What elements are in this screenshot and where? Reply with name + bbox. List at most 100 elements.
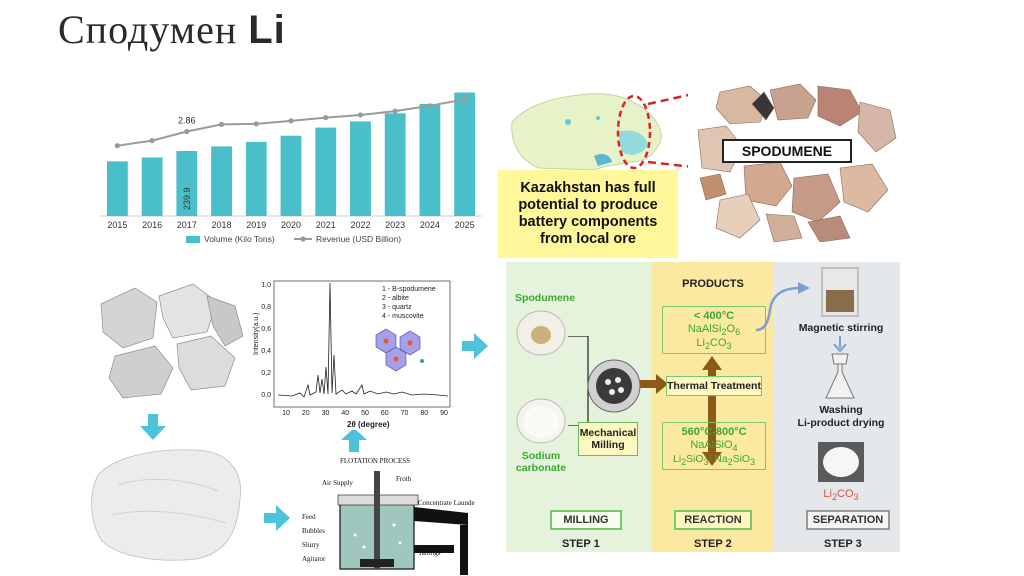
revenue-point (253, 121, 259, 127)
bar (141, 157, 163, 216)
formula-part: SiO (686, 453, 704, 465)
formula-sub: 3 (853, 492, 859, 503)
legend-label: Volume (Kilo Tons) (204, 234, 275, 244)
low-temp-label: < 400°C (693, 310, 735, 322)
legend-swatch (186, 236, 200, 243)
revenue-point (357, 112, 364, 118)
sodium-carbonate-label: Sodium carbonate (515, 450, 567, 474)
low-temp-product-2: Li2CO3 (662, 337, 766, 351)
bar (454, 92, 476, 216)
formula-sub: 3 (726, 341, 732, 352)
x-tick-label: 2017 (177, 220, 197, 230)
revenue-point (149, 138, 155, 144)
drying-label: Li-product drying (797, 417, 885, 429)
xrd-legend-item: 4 - muscovite (382, 313, 424, 320)
bar (280, 135, 302, 216)
bar (315, 127, 337, 216)
revenue-point (288, 118, 294, 124)
x-tick-label: 2025 (455, 220, 475, 230)
xrd-y-ticks: 1,00,80,60,40,20,0 (261, 282, 271, 399)
formula-sub: 2 (831, 492, 838, 503)
revenue-point (184, 128, 190, 135)
xrd-y-tick: 0,4 (261, 348, 271, 355)
formula-sub: 2 (727, 457, 733, 468)
revenue-point (323, 115, 329, 121)
reaction-badge: REACTION (674, 510, 752, 530)
bar (211, 146, 232, 216)
xrd-y-tick: 0,2 (261, 370, 271, 377)
xrd-x-tick: 60 (381, 410, 389, 417)
arrow-right-icon (462, 333, 488, 359)
powder-image (91, 449, 242, 561)
beaker-stirring-icon (821, 267, 859, 317)
high-temp-box (662, 422, 766, 470)
x-tick-label: 2018 (212, 220, 232, 230)
formula-part: Li (696, 337, 705, 349)
formula-part: Li (673, 453, 682, 465)
flotation-label: Tailings (418, 549, 441, 557)
curved-arrow-icon (755, 282, 810, 332)
xrd-x-tick: 10 (282, 410, 290, 417)
products-heading: PRODUCTS (682, 278, 744, 290)
formula-part: NaAlSiO (690, 439, 733, 451)
line-data-label: 2.86 (178, 116, 196, 126)
xrd-x-tick: 30 (322, 410, 330, 417)
x-tick-label: 2019 (246, 220, 266, 230)
bar (245, 141, 267, 216)
x-tick-label: 2016 (142, 220, 162, 230)
flotation-label: Froth (396, 475, 412, 483)
xrd-x-tick: 70 (401, 410, 409, 417)
formula-part: Li (823, 488, 832, 500)
xrd-x-tick: 20 (302, 410, 310, 417)
arrow-up-icon (341, 428, 367, 452)
revenue-point (114, 143, 120, 149)
formula-sub: 2 (721, 327, 727, 338)
xrd-legend-item: 2 - albite (382, 295, 409, 302)
xrd-x-tick: 50 (361, 410, 369, 417)
revenue-point (392, 108, 398, 114)
title-text: Сподумен (58, 7, 238, 52)
xrd-ylabel: Intensity(a.u.) (253, 313, 260, 355)
milling-jar-icon (587, 359, 641, 413)
raw-ore-image (100, 283, 244, 399)
spodumene-label: Spodumene (514, 292, 576, 304)
arrow-down-icon (140, 414, 166, 440)
spodumene-sample-icon (516, 310, 566, 356)
formula-sub: 3 (750, 457, 755, 468)
formula-part: / Na (708, 453, 728, 465)
formula-part: CO (710, 337, 727, 349)
xrd-x-tick: 80 (420, 410, 428, 417)
flotation-label: Agitator (302, 555, 326, 563)
arrow-right-icon (264, 505, 290, 531)
revenue-point (427, 103, 433, 109)
x-tick-label: 2023 (385, 220, 405, 230)
bar-data-label: 239.9 (182, 187, 192, 210)
chart-line (114, 96, 468, 149)
formula-part: CO (837, 488, 854, 500)
high-temp-label: 560°C-800°C (681, 426, 747, 438)
slide-title: Сподумен Li (58, 6, 286, 53)
formula-sub: 6 (735, 327, 741, 338)
flotation-label: Air Supply (322, 479, 353, 487)
sodium-carbonate-sample-icon (516, 398, 566, 444)
arrow-down-icon (833, 336, 847, 352)
chart-legend: Volume (Kilo Tons)Revenue (USD Billion) (186, 234, 401, 244)
flotation-label: Bubbles (302, 527, 325, 535)
high-temp-product-1: NaAlSiO4 (662, 439, 766, 453)
step1-label: STEP 1 (562, 538, 600, 550)
low-temp-box (662, 306, 766, 354)
process-panel: Spodumene Sodium carbonate Mechanical Mi… (506, 262, 900, 552)
low-temp-product-1: NaAlSi2O6 (662, 323, 766, 337)
x-tick-label: 2024 (420, 220, 440, 230)
flotation-label: Slurry (302, 541, 320, 549)
formula-part: SiO (732, 453, 751, 465)
flotation-title: FLOTATION PROCESS (340, 457, 410, 465)
x-tick-label: 2015 (107, 220, 127, 230)
formula-sub: 2 (704, 341, 711, 352)
xrd-x-tick: 90 (440, 410, 448, 417)
bar (350, 121, 371, 216)
